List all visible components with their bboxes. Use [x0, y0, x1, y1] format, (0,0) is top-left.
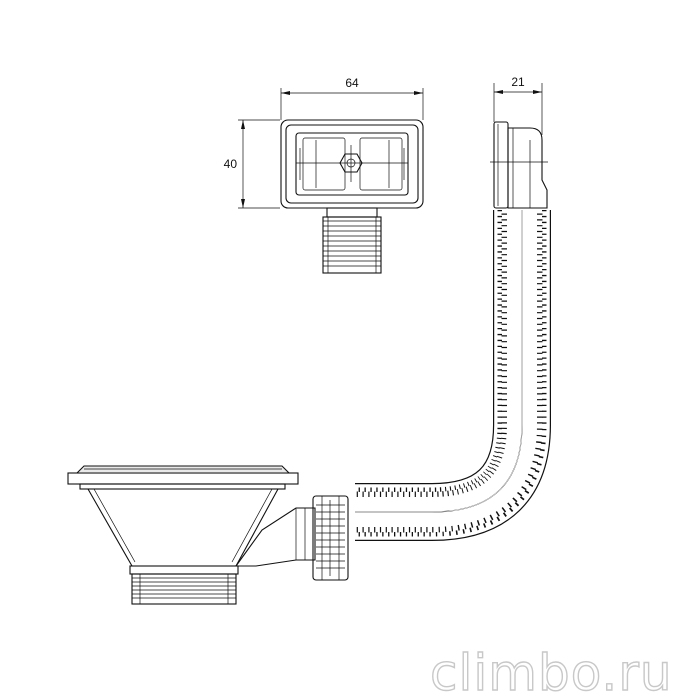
dimension-depth: 21	[493, 75, 543, 135]
sink-strainer	[67, 465, 349, 605]
depth-label: 21	[511, 75, 525, 89]
dimension-width: 64	[280, 76, 424, 120]
height-label: 40	[224, 157, 238, 171]
threaded-tail	[131, 573, 237, 605]
corrugated-hose	[355, 210, 551, 541]
overflow-front-view: 64 40	[224, 76, 424, 274]
union-nut	[312, 495, 349, 581]
dimension-height: 40	[224, 119, 280, 209]
strainer-flange	[67, 472, 299, 485]
watermark: climbo.ru	[430, 644, 673, 700]
width-label: 64	[345, 76, 359, 90]
overflow-side-view: 21	[490, 75, 548, 209]
overflow-stub-hose	[322, 216, 382, 274]
screw-icon	[339, 153, 363, 173]
